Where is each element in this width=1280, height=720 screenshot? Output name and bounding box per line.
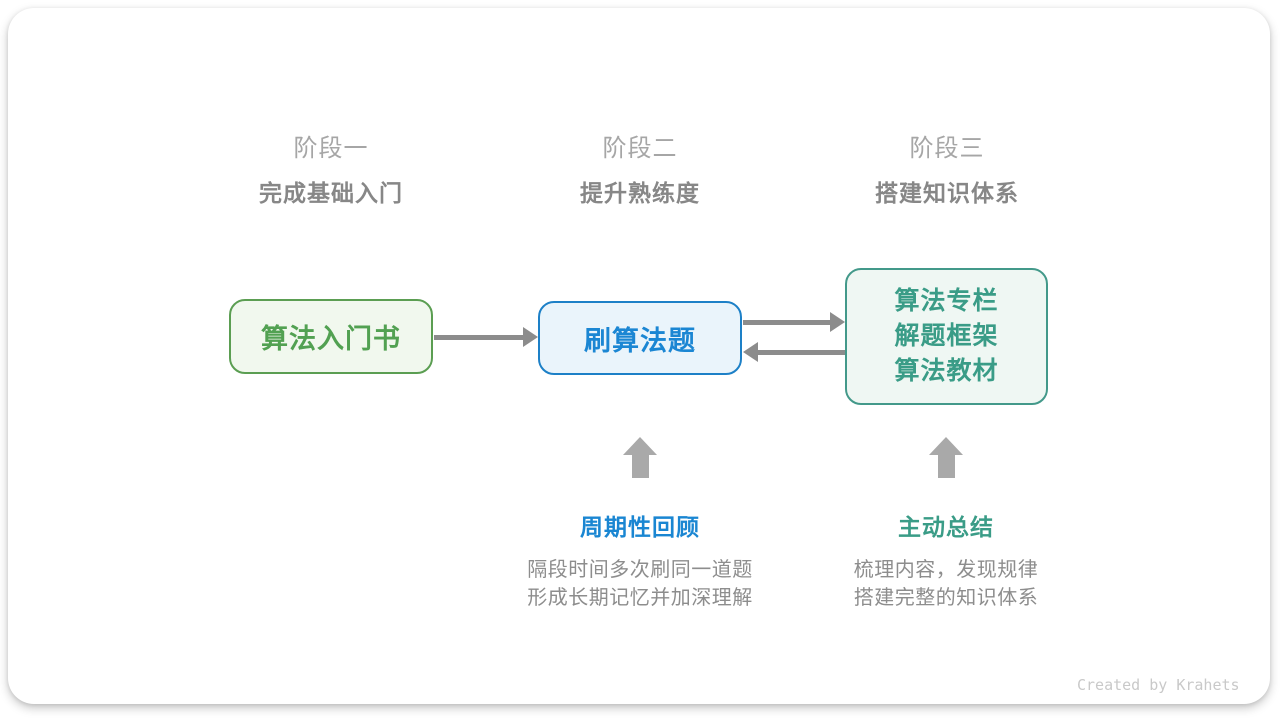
arrow-head	[830, 312, 845, 332]
arrow-head	[743, 342, 758, 362]
annotation-summary-desc-line-2: 搭建完整的知识体系	[853, 587, 1039, 609]
node-intro-book-label: 算法入门书	[261, 324, 401, 354]
up-arrow-stem	[631, 455, 649, 478]
arrow-intro-to-practice-icon	[434, 327, 538, 347]
annotation-review-desc-line-1: 隔段时间多次刷同一道题	[527, 559, 753, 581]
stage3-title: 搭建知识体系	[875, 180, 1019, 206]
annotation-review-heading: 周期性回顾	[580, 514, 700, 540]
up-arrow-head	[623, 437, 657, 455]
node-resource-line-1: 算法专栏	[894, 287, 999, 315]
annotation-summary-desc-line-1: 梳理内容，发现规律	[853, 559, 1039, 581]
stage2-label: 阶段二	[602, 135, 678, 162]
arrow-head	[523, 327, 538, 347]
up-arrow-summary-icon	[929, 437, 963, 478]
arrow-shaft	[756, 349, 845, 355]
annotation-summary-desc: 梳理内容，发现规律 搭建完整的知识体系	[796, 556, 1096, 612]
node-intro-book: 算法入门书	[229, 299, 433, 374]
node-resource-line-3: 算法教材	[894, 357, 999, 385]
stage3-label: 阶段三	[909, 135, 985, 162]
node-knowledge-resources: 算法专栏 解题框架 算法教材	[845, 268, 1048, 405]
node-practice-problems: 刷算法题	[538, 301, 742, 375]
annotation-review-desc: 隔段时间多次刷同一道题 形成长期记忆并加深理解	[490, 556, 790, 612]
stage1-label: 阶段一	[293, 135, 369, 162]
arrow-resources-to-practice-icon	[743, 342, 845, 362]
up-arrow-review-icon	[623, 437, 657, 478]
stage2-title: 提升熟练度	[580, 180, 700, 206]
footer-credit: Created by Krahets	[1077, 676, 1240, 694]
up-arrow-head	[929, 437, 963, 455]
annotation-review-desc-line-2: 形成长期记忆并加深理解	[527, 587, 753, 609]
arrow-shaft	[743, 319, 832, 325]
node-practice-problems-label: 刷算法题	[584, 325, 696, 356]
node-resource-line-2: 解题框架	[894, 322, 999, 350]
arrow-practice-to-resources-icon	[743, 312, 845, 332]
up-arrow-stem	[937, 455, 955, 478]
stage1-title: 完成基础入门	[259, 180, 403, 206]
arrow-shaft	[434, 334, 525, 340]
annotation-summary-heading: 主动总结	[898, 514, 994, 540]
